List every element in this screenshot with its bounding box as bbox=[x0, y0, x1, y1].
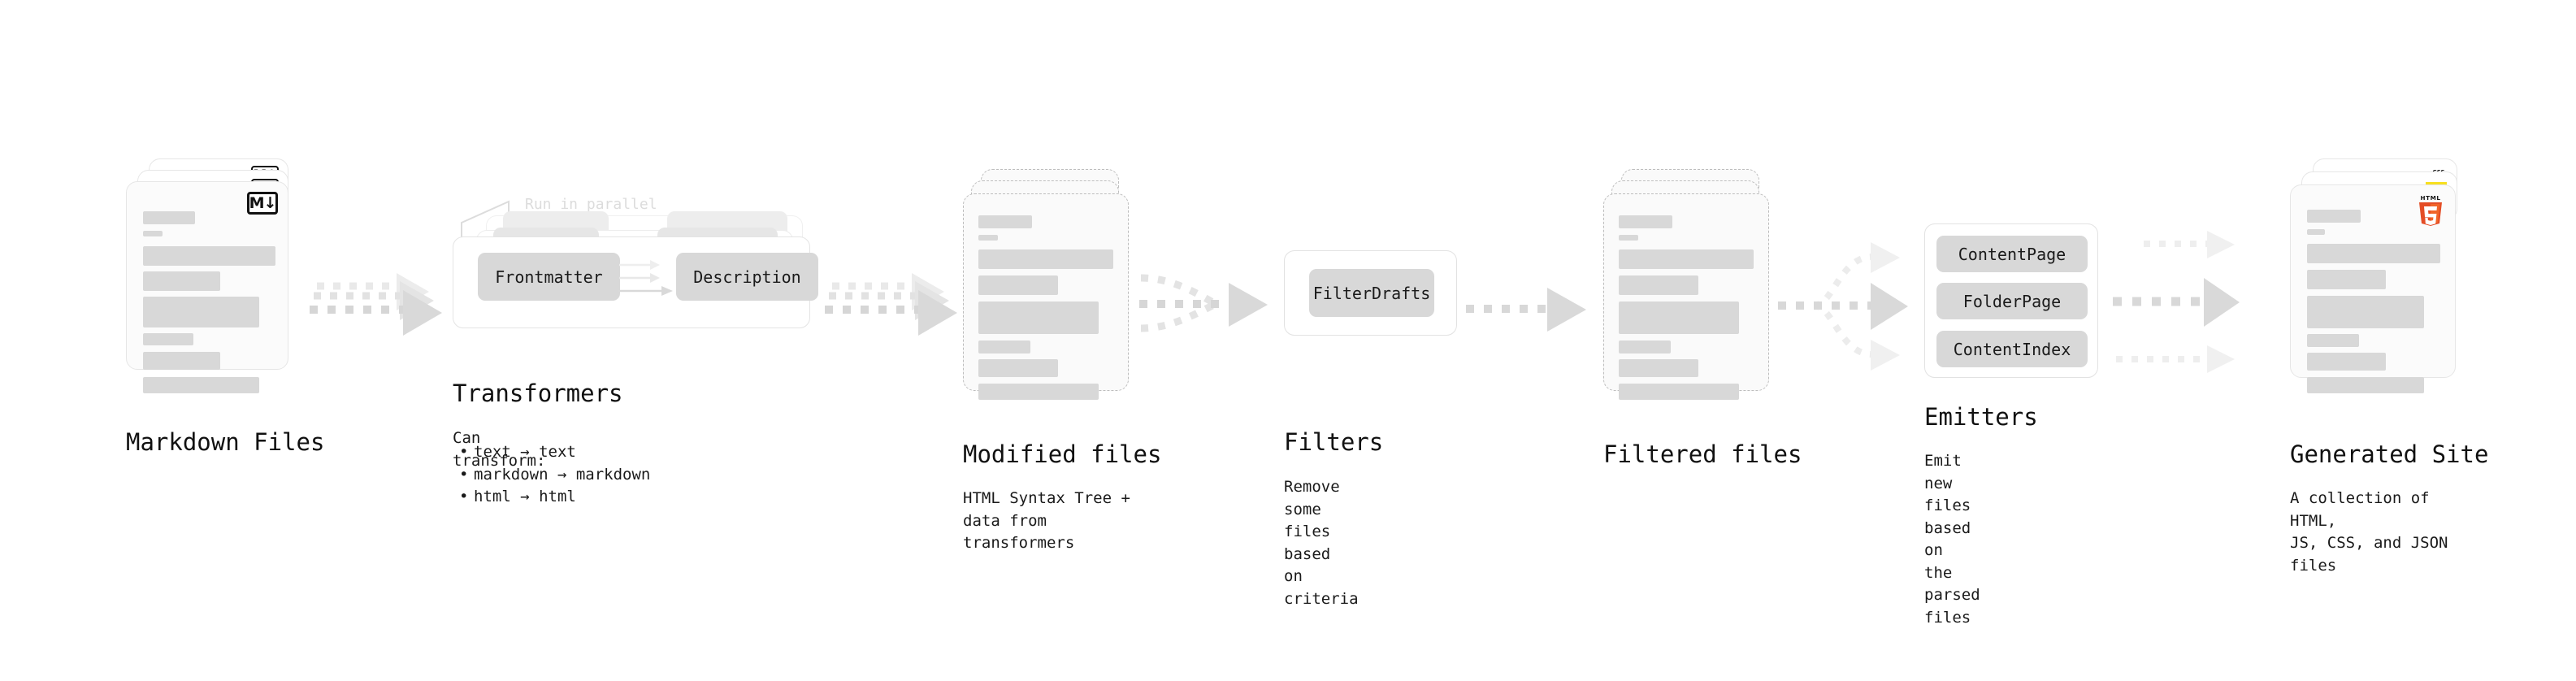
modified-files-subtitle: HTML Syntax Tree + data from transformer… bbox=[963, 489, 1130, 553]
markdown-card-stack: M↓ M↓ M↓ bbox=[126, 158, 301, 393]
connector-transformers-to-modified bbox=[825, 273, 957, 336]
skeleton-line bbox=[978, 249, 1113, 269]
filters-container: FilterDrafts bbox=[1284, 250, 1457, 336]
site-card-front: HTML bbox=[2290, 184, 2456, 393]
transformer-chip-description[interactable]: Description bbox=[676, 253, 818, 301]
skeleton-line bbox=[978, 301, 1099, 334]
stage-title-markdown-files: Markdown Files bbox=[126, 428, 325, 456]
stage-title-filters: Filters bbox=[1284, 428, 1384, 456]
connector-modified-to-filters bbox=[1139, 274, 1268, 332]
emitters-container: ContentPage FolderPage ContentIndex bbox=[1924, 223, 2098, 378]
stage-modified-files: Modified files HTML Syntax Tree + data f… bbox=[963, 169, 1161, 552]
stage-title-transformers: Transformers bbox=[453, 380, 623, 407]
skeleton-line bbox=[978, 340, 1030, 354]
generated-site-subtitle: A collection of HTML, JS, CSS, and JSON … bbox=[2290, 489, 2448, 575]
skeleton-line bbox=[1619, 359, 1698, 377]
connector-filters-to-filtered bbox=[1466, 288, 1586, 332]
list-item: markdown → markdown bbox=[459, 464, 650, 487]
skeleton-line bbox=[978, 215, 1032, 228]
skeleton-line bbox=[1619, 249, 1754, 269]
stage-filtered-files: Filtered files bbox=[1603, 169, 1802, 468]
skeleton-line bbox=[978, 384, 1099, 400]
connector-filtered-to-emitters bbox=[1778, 242, 1908, 371]
skeleton-line bbox=[1619, 340, 1671, 354]
emitter-chip-folderpage[interactable]: FolderPage bbox=[1936, 283, 2088, 319]
skeleton-line bbox=[1619, 301, 1739, 334]
skeleton-line bbox=[2307, 377, 2424, 393]
modified-card-stack bbox=[963, 169, 1138, 400]
filter-chip-filterdrafts[interactable]: FilterDrafts bbox=[1309, 269, 1434, 317]
modified-card-front bbox=[963, 193, 1129, 400]
markdown-card-front: M↓ bbox=[126, 181, 288, 393]
skeleton-line bbox=[143, 352, 220, 370]
skeleton-line bbox=[2307, 353, 2386, 371]
filtered-card-front bbox=[1603, 193, 1769, 400]
skeleton-line bbox=[2307, 244, 2440, 263]
skeleton-line bbox=[978, 275, 1058, 295]
skeleton-line bbox=[978, 359, 1058, 377]
skeleton-line bbox=[2307, 229, 2325, 235]
emitter-chip-contentindex[interactable]: ContentIndex bbox=[1936, 331, 2088, 367]
skeleton-line bbox=[1619, 384, 1739, 400]
skeleton-line bbox=[978, 235, 998, 241]
emitters-subtitle: Emit new files based on the parsed files bbox=[1924, 452, 1980, 627]
skeleton-line bbox=[1619, 235, 1638, 241]
skeleton-line bbox=[143, 297, 259, 327]
skeleton-line bbox=[143, 211, 195, 224]
emitter-chip-contentpage[interactable]: ContentPage bbox=[1936, 236, 2088, 272]
html5-icon: HTML bbox=[2419, 194, 2442, 226]
stage-markdown-files: M↓ M↓ M↓ Markdown Files bbox=[126, 158, 324, 456]
svg-text:HTML: HTML bbox=[2420, 194, 2440, 202]
skeleton-line bbox=[2307, 210, 2361, 223]
skeleton-line bbox=[2307, 270, 2386, 289]
skeleton-line bbox=[143, 333, 193, 345]
stage-title-modified-files: Modified files bbox=[963, 440, 1162, 468]
skeleton-line bbox=[1619, 215, 1672, 228]
skeleton-line bbox=[2307, 334, 2359, 347]
list-item: html → html bbox=[459, 486, 650, 509]
connector-md-to-transformers bbox=[310, 273, 442, 336]
transformers-container: Frontmatter Description bbox=[453, 236, 818, 328]
stage-title-filtered-files: Filtered files bbox=[1603, 440, 1802, 468]
connector-emitters-to-site bbox=[2113, 231, 2240, 373]
stage-title-emitters: Emitters bbox=[1924, 403, 2038, 431]
stage-generated-site: CSS JS HTML bbox=[2290, 158, 2488, 575]
filters-subtitle: Remove some files based on criteria bbox=[1284, 478, 1359, 608]
skeleton-line bbox=[1619, 275, 1698, 295]
site-card-stack: CSS JS HTML bbox=[2290, 158, 2469, 393]
markdown-badge-icon: M↓ bbox=[247, 192, 278, 215]
transformers-bullet-list: text → text markdown → markdown html → h… bbox=[459, 441, 650, 509]
list-item: text → text bbox=[459, 441, 650, 464]
run-in-parallel-label: Run in parallel bbox=[525, 196, 657, 213]
skeleton-line bbox=[143, 246, 275, 266]
skeleton-line bbox=[143, 231, 163, 236]
stage-title-generated-site: Generated Site bbox=[2290, 440, 2489, 468]
skeleton-line bbox=[143, 271, 220, 291]
filtered-card-stack bbox=[1603, 169, 1778, 400]
skeleton-line bbox=[143, 377, 259, 393]
transformer-chip-frontmatter[interactable]: Frontmatter bbox=[478, 253, 620, 301]
skeleton-line bbox=[2307, 296, 2424, 328]
